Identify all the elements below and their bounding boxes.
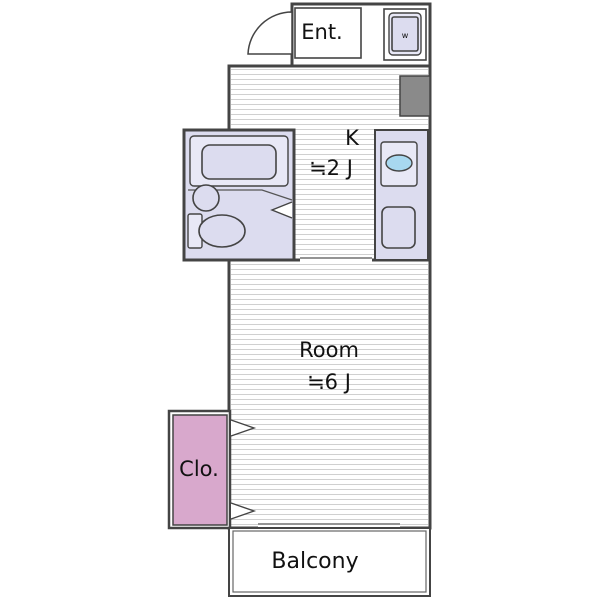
room-name: Room [299,338,359,362]
sink-icon [385,154,413,172]
bathroom-unit [182,128,296,262]
washer-label: w [402,31,409,40]
closet-label: Clo. [179,457,219,481]
balcony-label: Balcony [271,549,358,574]
pillar [399,75,431,117]
entrance-door [247,11,293,55]
kitchen-size: ≒2 J [309,156,353,180]
room-size: ≒6 J [307,370,351,394]
entrance-area: Ent. [247,7,362,59]
room-floor [231,262,428,526]
entrance-label: Ent. [301,20,343,44]
washer-pan: w [383,8,427,61]
closet: Clo. [167,409,257,530]
balcony: Balcony [228,527,431,597]
kitchen-counter [374,129,429,261]
kitchen-name: K [345,126,360,150]
